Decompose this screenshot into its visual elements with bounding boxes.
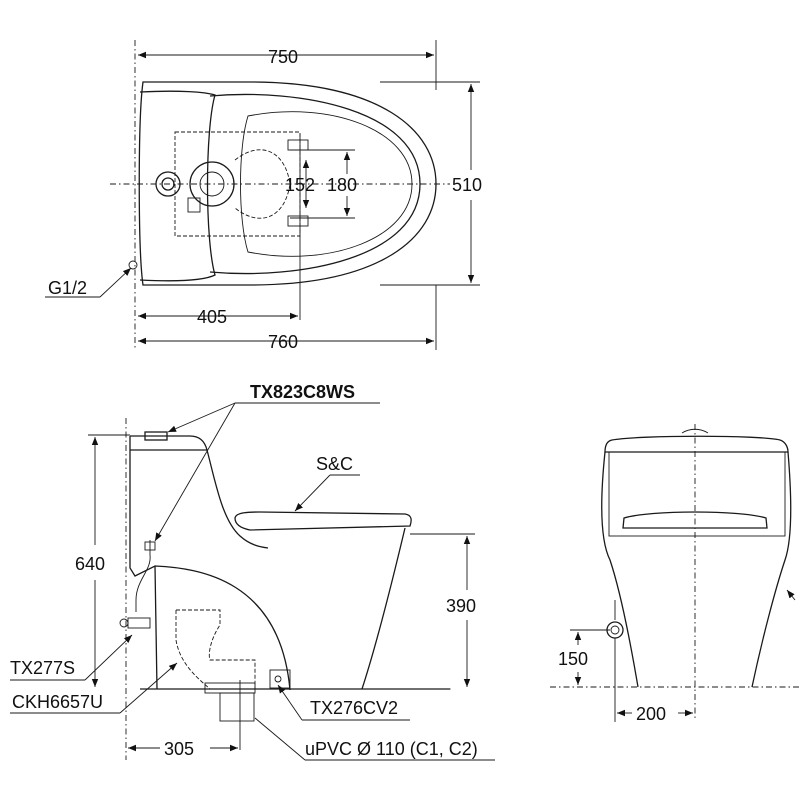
side-view: 640 390 305 TX823C8WS S&C TX277S CKH6657…	[10, 382, 495, 761]
dim-seat-152: 152	[285, 175, 315, 195]
dim-height-640: 640	[75, 554, 105, 574]
dim-seat-180: 180	[327, 175, 357, 195]
dim-inlet-405: 405	[197, 307, 227, 327]
dim-inlet-offset-200: 200	[636, 704, 666, 724]
label-tx277s: TX277S	[10, 658, 75, 678]
label-s-and-c: S&C	[316, 454, 353, 474]
dim-inlet-height-150: 150	[558, 649, 588, 669]
dim-rough-in-305: 305	[164, 739, 194, 759]
label-g12-inlet: G1/2	[48, 278, 87, 298]
dim-seat-height-390: 390	[446, 596, 476, 616]
label-upvc-pipe: uPVC Ø 110 (C1, C2)	[305, 739, 478, 759]
dim-width-750: 750	[268, 47, 298, 67]
dim-total-760: 760	[268, 332, 298, 352]
front-view: 150 200	[550, 424, 800, 724]
label-tx276cv2: TX276CV2	[310, 698, 398, 718]
top-view: 750 510 152 180 G1/2 405 760	[45, 40, 482, 352]
label-ckh6657u: CKH6657U	[12, 692, 103, 712]
label-tx823c8ws: TX823C8WS	[250, 382, 355, 402]
dim-depth-510: 510	[452, 175, 482, 195]
